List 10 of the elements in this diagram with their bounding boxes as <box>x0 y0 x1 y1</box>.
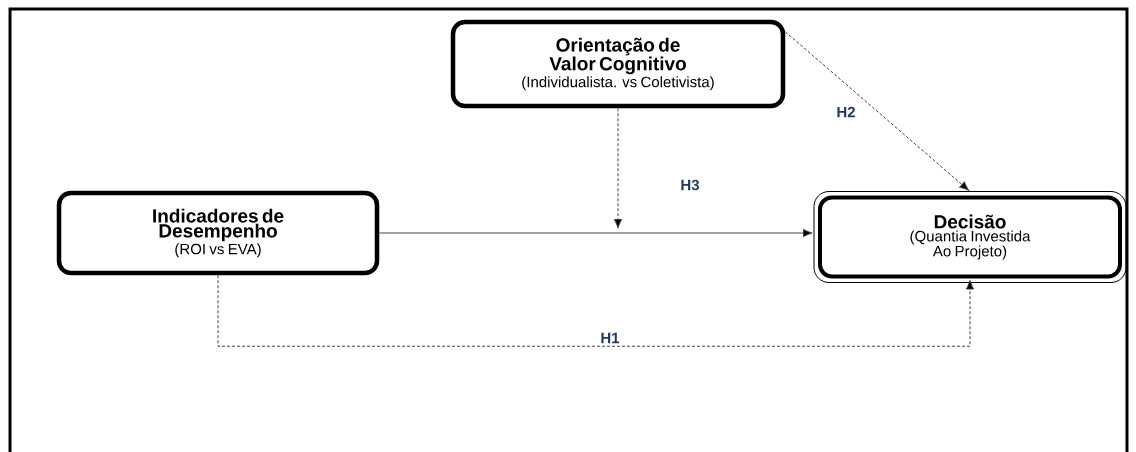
hypothesis-label: H1 <box>599 331 621 345</box>
concept-box: Orientação de Valor Cognitivo (Individualista. vs Coletivista) <box>450 19 786 109</box>
arrow <box>378 228 813 238</box>
hypothesis-label: H3 <box>679 178 701 192</box>
decision-box: Decisão (Quantia Investida Ao Projeto) <box>813 191 1127 283</box>
arrow <box>613 107 623 229</box>
concept-box: Indicadores de Desempenho (ROI vs EVA) <box>56 190 380 276</box>
hypothesis-label: H2 <box>835 105 857 119</box>
arrow <box>784 31 970 191</box>
arrow <box>217 274 975 347</box>
